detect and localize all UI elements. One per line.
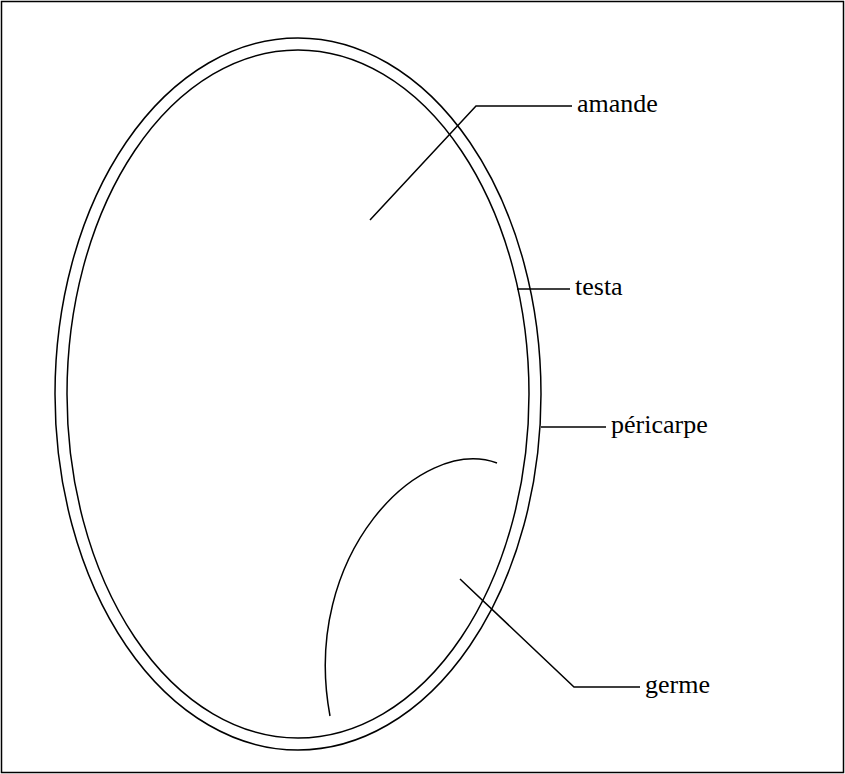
testa-outline: [67, 50, 529, 738]
pericarp-outline: [55, 38, 541, 750]
part-label: amande: [577, 90, 658, 119]
leader-line: [370, 106, 572, 220]
part-label: testa: [575, 273, 623, 302]
part-label: péricarpe: [611, 411, 708, 440]
part-label: germe: [645, 671, 710, 700]
leader-line: [460, 579, 640, 687]
leader-line: [517, 288, 570, 290]
leader-line: [541, 426, 606, 428]
germ-outline: [325, 459, 497, 716]
